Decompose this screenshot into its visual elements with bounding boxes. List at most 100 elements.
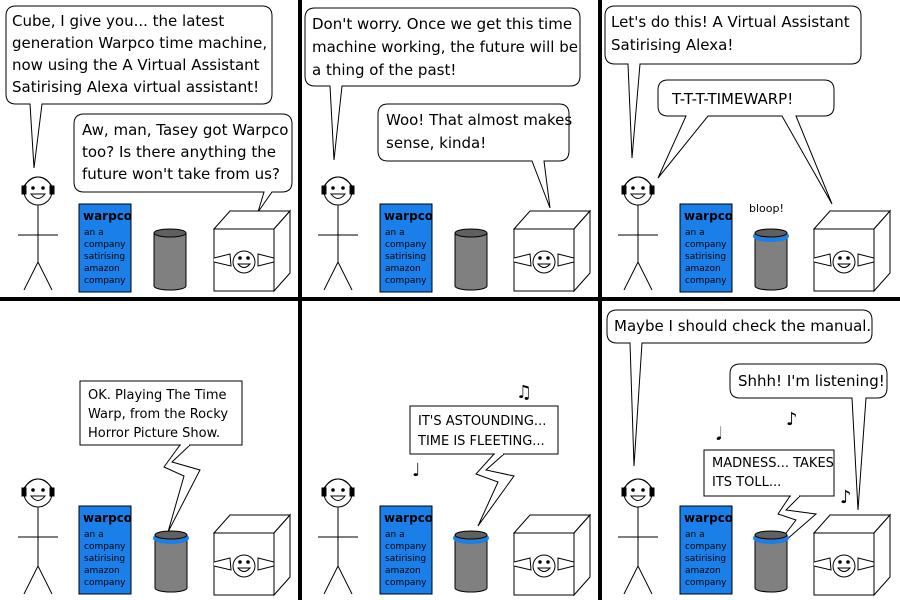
warpco-line: satirising (685, 554, 726, 564)
warpco-box: warpco an a company satirising amazon co… (379, 505, 433, 595)
assistant-line: OK. Playing The Time (88, 388, 227, 403)
smart-speaker (153, 228, 187, 291)
warpco-box: warpco an a company satirising amazon co… (78, 203, 132, 293)
bubble-line: future won't take from us? (82, 165, 280, 183)
speech-bubble-tasey: Let's do this! A Virtual Assistant Satir… (604, 5, 862, 159)
warpco-line: amazon (685, 264, 721, 274)
bubble-line: Woo! That almost makes (386, 111, 572, 129)
warpco-box: warpco an a company satirising amazon co… (78, 505, 132, 595)
warpco-line: company (685, 542, 727, 552)
warpco-title: warpco (384, 209, 433, 223)
assistant-line: Warp, from the Rocky (88, 407, 228, 422)
warpco-line: amazon (84, 566, 120, 576)
warpco-line: company (84, 578, 126, 588)
panel-4: OK. Playing The Time Warp, from the Rock… (18, 380, 292, 597)
cube-character (812, 513, 892, 597)
warpco-line: satirising (84, 252, 125, 262)
bubble-line: Cube, I give you... the latest (12, 12, 224, 30)
warpco-title: warpco (83, 511, 132, 525)
assistant-line: TIME IS FLEETING... (417, 434, 545, 449)
cube-character (812, 209, 892, 293)
bubble-line: machine working, the future will be (312, 38, 578, 56)
panel-3: Let's do this! A Virtual Assistant Satir… (604, 5, 892, 293)
warpco-line: an a (84, 228, 104, 238)
bubble-line: T-T-T-TIMEWARP! (671, 90, 793, 108)
assistant-speech-box: OK. Playing The Time Warp, from the Rock… (79, 380, 243, 533)
warpco-box: warpco an a company satirising amazon co… (379, 203, 433, 293)
stick-figure (18, 478, 58, 595)
warpco-title: warpco (684, 511, 733, 525)
warpco-line: company (84, 542, 126, 552)
warpco-line: company (385, 578, 427, 588)
sound-effect-bloop: bloop! (749, 202, 784, 215)
panel-2: Don't worry. Once we get this time machi… (304, 7, 592, 293)
stick-figure (618, 478, 658, 595)
stick-figure (318, 478, 358, 595)
bubble-line: Satirising Alexa! (611, 36, 733, 54)
panel-1: Cube, I give you... the latest generatio… (5, 5, 293, 293)
bubble-line: a thing of the past! (312, 61, 456, 79)
speech-bubble-cube: Aw, man, Tasey got Warpco too? Is there … (73, 113, 293, 213)
speech-bubble-both: T-T-T-TIMEWARP! (657, 79, 835, 205)
bubble-line: generation Warpco time machine, (12, 34, 267, 52)
warpco-line: company (84, 276, 126, 286)
bubble-line: too? Is there anything the (82, 143, 276, 161)
bubble-line: Don't worry. Once we get this time (312, 15, 572, 33)
assistant-line: MADNESS... TAKES (712, 456, 834, 471)
warpco-line: company (685, 276, 727, 286)
horizontal-divider (0, 297, 900, 301)
warpco-box: warpco an a company satirising amazon co… (679, 203, 733, 293)
smart-speaker-active (753, 530, 789, 593)
warpco-line: amazon (385, 566, 421, 576)
warpco-line: company (685, 240, 727, 250)
bubble-line: Let's do this! A Virtual Assistant (611, 13, 850, 31)
speech-bubble-tasey: Cube, I give you... the latest generatio… (5, 5, 273, 169)
warpco-line: an a (84, 530, 104, 540)
music-note-icon: ♪ (840, 487, 852, 508)
assistant-line: Horror Picture Show. (88, 426, 220, 441)
panel-5: ♫ ♩ IT'S ASTOUNDING... TIME IS FLEETING.… (318, 382, 592, 597)
speech-bubble-cube: Woo! That almost makes sense, kinda! (377, 103, 572, 209)
bubble-line: Maybe I should check the manual. (614, 317, 871, 335)
warpco-line: amazon (84, 264, 120, 274)
warpco-line: an a (685, 228, 705, 238)
warpco-line: company (385, 542, 427, 552)
warpco-title: warpco (384, 511, 433, 525)
warpco-line: company (385, 276, 427, 286)
warpco-line: amazon (385, 264, 421, 274)
smart-speaker-active (753, 228, 789, 291)
warpco-line: company (84, 240, 126, 250)
speech-bubble-cube: Shhh! I'm listening! (729, 363, 888, 511)
warpco-line: company (385, 240, 427, 250)
cube-character (512, 209, 592, 293)
smart-speaker-active (453, 530, 489, 593)
bubble-line: Aw, man, Tasey got Warpco (82, 121, 288, 139)
music-note-icon: ♫ (516, 382, 532, 403)
warpco-line: satirising (385, 252, 426, 262)
cube-character (512, 513, 592, 597)
vertical-divider (298, 0, 302, 600)
assistant-speech-box: MADNESS... TAKES ITS TOLL... (703, 449, 835, 555)
speech-bubble-tasey: Maybe I should check the manual. (606, 309, 873, 467)
warpco-line: an a (385, 530, 405, 540)
assistant-line: ITS TOLL... (712, 475, 781, 490)
smart-speaker (454, 228, 488, 291)
warpco-box: warpco an a company satirising amazon co… (679, 505, 733, 595)
warpco-line: amazon (685, 566, 721, 576)
bubble-line: Shhh! I'm listening! (738, 372, 885, 390)
vertical-divider (598, 0, 602, 600)
warpco-title: warpco (83, 209, 132, 223)
stick-figure (318, 176, 358, 291)
music-note-icon: 𝅘𝅥 (716, 424, 722, 445)
cube-character (212, 209, 292, 293)
bubble-line: Satirising Alexa virtual assistant! (12, 78, 259, 96)
panel-6: Maybe I should check the manual. Shhh! I… (606, 309, 892, 597)
assistant-speech-box: IT'S ASTOUNDING... TIME IS FLEETING... (409, 405, 559, 527)
cube-character (212, 513, 292, 597)
smart-speaker-active (153, 530, 189, 593)
warpco-line: satirising (685, 252, 726, 262)
warpco-line: an a (685, 530, 705, 540)
warpco-line: company (685, 578, 727, 588)
